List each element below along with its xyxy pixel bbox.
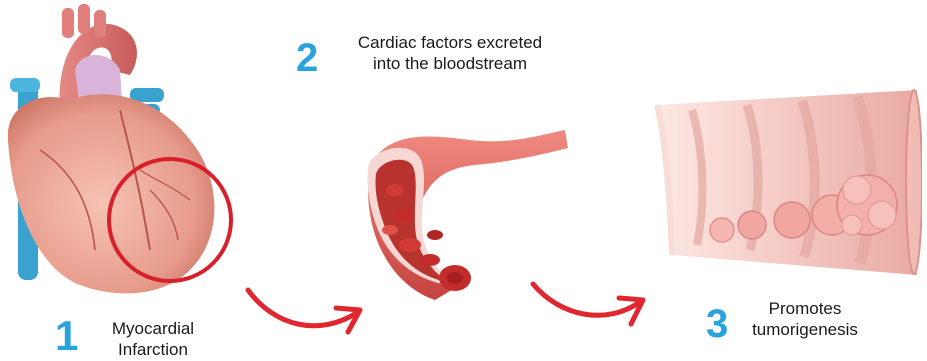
step-3-number: 3	[706, 304, 728, 344]
step-3-caption-line-2: tumorigenesis	[740, 319, 870, 340]
tissue-tumor-icon	[652, 85, 922, 285]
step-1-number: 1	[55, 315, 78, 357]
step-3-caption: Promotes tumorigenesis	[740, 298, 870, 341]
step-1-caption: Myocardial Infarction	[88, 318, 218, 361]
step-3-caption-line-1: Promotes	[740, 298, 870, 319]
curved-arrow-icon	[525, 276, 655, 346]
heart-icon	[0, 0, 250, 310]
step-2-caption-line-2: into the bloodstream	[330, 53, 570, 74]
step-2-caption-line-1: Cardiac factors excreted	[330, 32, 570, 53]
step-1-caption-line-1: Myocardial	[88, 318, 218, 339]
step-2-number: 2	[296, 38, 318, 78]
step-1-caption-line-2: Infarction	[88, 339, 218, 360]
step-2-caption: Cardiac factors excreted into the bloods…	[330, 32, 570, 75]
